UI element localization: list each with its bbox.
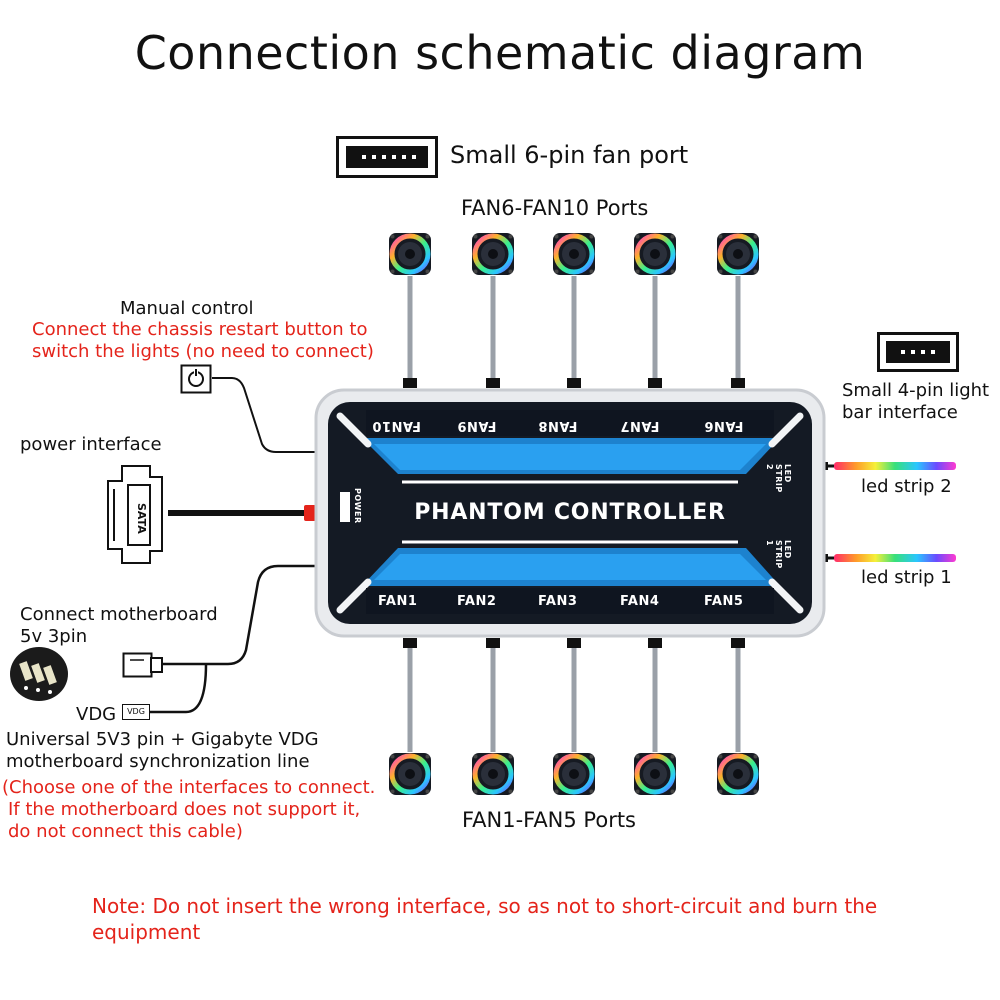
choose-note-3: do not connect this cable) <box>8 821 243 842</box>
controller-fan1-label: FAN1 <box>378 594 418 609</box>
led-strip-2-label: led strip 2 <box>861 476 952 497</box>
controller-fan7-label: FAN7 <box>620 418 660 433</box>
fan-port-label: Small 6-pin fan port <box>450 141 689 169</box>
controller-fan8-label: FAN8 <box>538 418 578 433</box>
controller-fan4-label: FAN4 <box>620 594 660 609</box>
four-pin-connector-icon <box>877 332 959 372</box>
power-interface-label: power interface <box>20 434 162 455</box>
controller-fan5-label: FAN5 <box>704 594 744 609</box>
light-bar-label-1: Small 4-pin light <box>842 380 990 401</box>
controller-led-strip-2-label: LED STRIP 2 <box>765 464 792 493</box>
bottom-ports-label: FAN1-FAN5 Ports <box>462 808 636 832</box>
sata-label: SATA <box>135 503 148 534</box>
six-pin-connector-icon <box>336 136 438 178</box>
3pin-plug-icon <box>122 652 163 678</box>
manual-control-title: Manual control <box>120 298 254 319</box>
led-strip-1-label: led strip 1 <box>861 567 952 588</box>
warning-note: Note: Do not insert the wrong interface,… <box>92 894 878 944</box>
controller-fan6-label: FAN6 <box>704 418 744 433</box>
bottom-rgb-fan-icon <box>389 753 431 795</box>
restart-button-icon <box>180 364 212 394</box>
bottom-rgb-fan-icon <box>634 753 676 795</box>
bottom-rgb-fan-icon <box>553 753 595 795</box>
manual-control-line2: switch the lights (no need to connect) <box>32 341 374 362</box>
motherboard-label-2: 5v 3pin <box>20 626 88 647</box>
controller-body <box>314 388 826 638</box>
controller-fan3-label: FAN3 <box>538 594 578 609</box>
light-bar-label-2: bar interface <box>842 402 958 423</box>
motherboard-header-icon <box>10 647 68 701</box>
led-strip-2-icon <box>822 462 956 470</box>
controller-fan9-label: FAN9 <box>457 418 497 433</box>
top-rgb-fan-icon <box>634 233 676 275</box>
top-rgb-fan-icon <box>717 233 759 275</box>
vdg-plug-icon: VDG <box>122 704 150 720</box>
sync-line-1: Universal 5V3 pin + Gigabyte VDG <box>6 729 319 750</box>
phantom-controller: FAN10 FAN9 FAN8 FAN7 FAN6 PHANTOM CONTRO… <box>314 388 826 638</box>
top-rgb-fan-icon <box>472 233 514 275</box>
vdg-label: VDG <box>76 704 117 725</box>
sata-plug-icon <box>107 465 163 564</box>
choose-note-1: (Choose one of the interfaces to connect… <box>2 777 376 798</box>
led-strip-1-icon <box>822 554 956 562</box>
top-ports-label: FAN6-FAN10 Ports <box>461 196 649 220</box>
controller-power-label: POWER <box>353 488 362 524</box>
page-title: Connection schematic diagram <box>134 26 866 80</box>
controller-fan10-label: FAN10 <box>372 418 421 433</box>
controller-name: PHANTOM CONTROLLER <box>414 500 726 525</box>
choose-note-2: If the motherboard does not support it, <box>8 799 361 820</box>
motherboard-label-1: Connect motherboard <box>20 604 218 625</box>
controller-fan2-label: FAN2 <box>457 594 497 609</box>
top-rgb-fan-icon <box>389 233 431 275</box>
manual-control-line1: Connect the chassis restart button to <box>32 319 368 340</box>
bottom-rgb-fan-icon <box>717 753 759 795</box>
controller-led-strip-1-label: LED STRIP 1 <box>765 540 792 569</box>
bottom-rgb-fan-icon <box>472 753 514 795</box>
top-rgb-fan-icon <box>553 233 595 275</box>
sync-line-2: motherboard synchronization line <box>6 751 310 772</box>
